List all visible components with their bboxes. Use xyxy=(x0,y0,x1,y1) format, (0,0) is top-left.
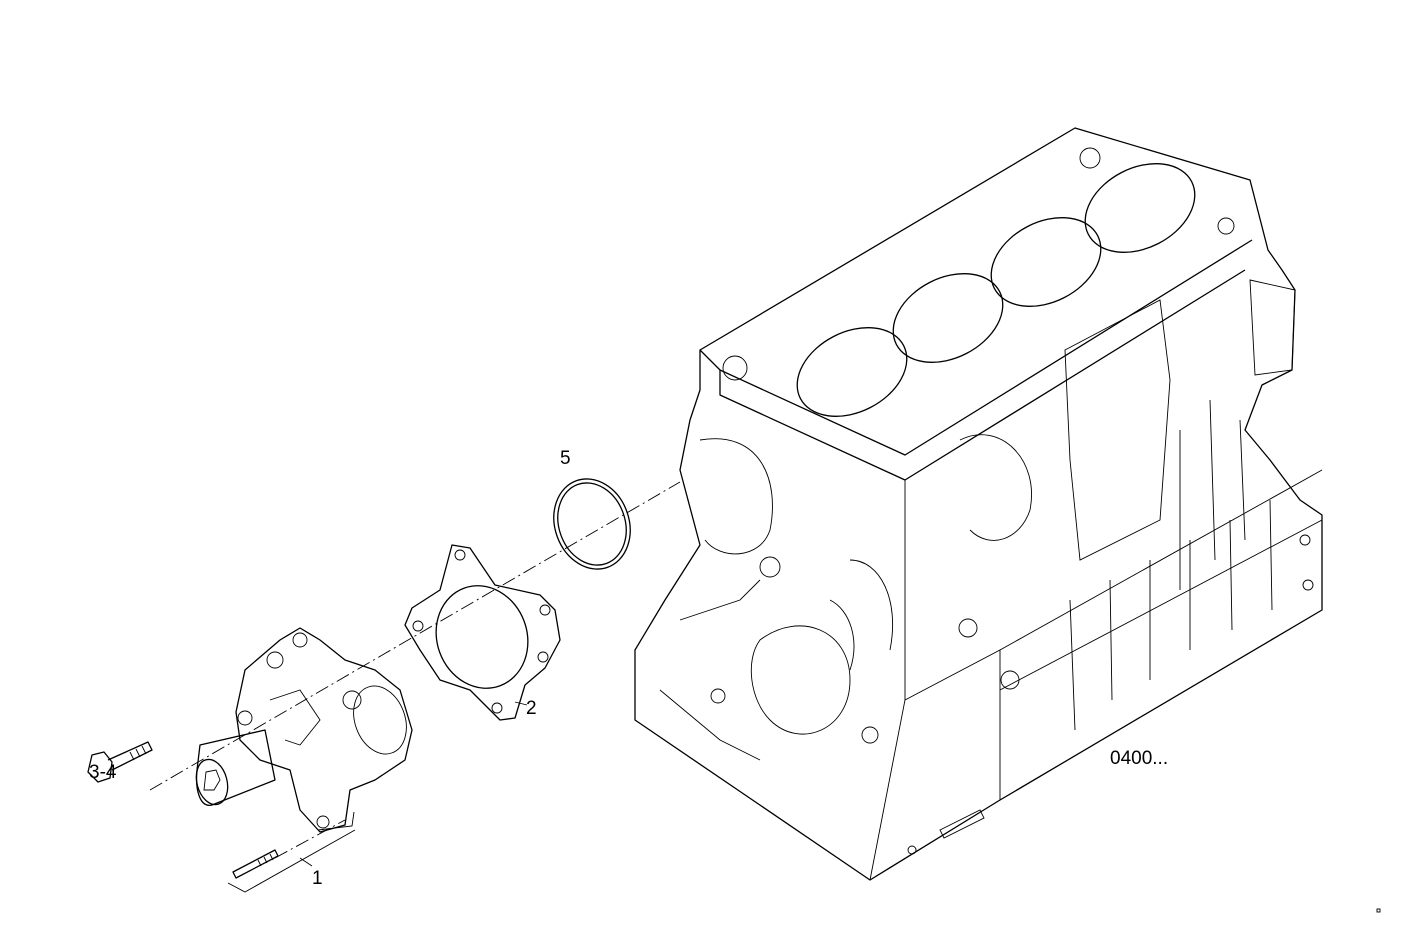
callout-2: 2 xyxy=(526,698,537,719)
callout-5: 5 xyxy=(560,448,571,469)
stud-centerline xyxy=(274,819,346,859)
water-pump xyxy=(195,627,413,833)
callout-3-4: 3-4 xyxy=(89,762,117,783)
engine-block xyxy=(634,127,1323,881)
callout-1: 1 xyxy=(312,868,323,889)
bolt xyxy=(87,741,153,783)
corner-mark xyxy=(1376,908,1381,913)
gasket xyxy=(404,544,561,721)
o-ring xyxy=(553,478,631,570)
stud xyxy=(232,849,279,879)
callout-1-leader xyxy=(227,829,356,893)
block-reference: 0400... xyxy=(1110,748,1169,769)
callout-2-leader xyxy=(514,701,528,706)
assembly-centerline xyxy=(149,481,681,791)
